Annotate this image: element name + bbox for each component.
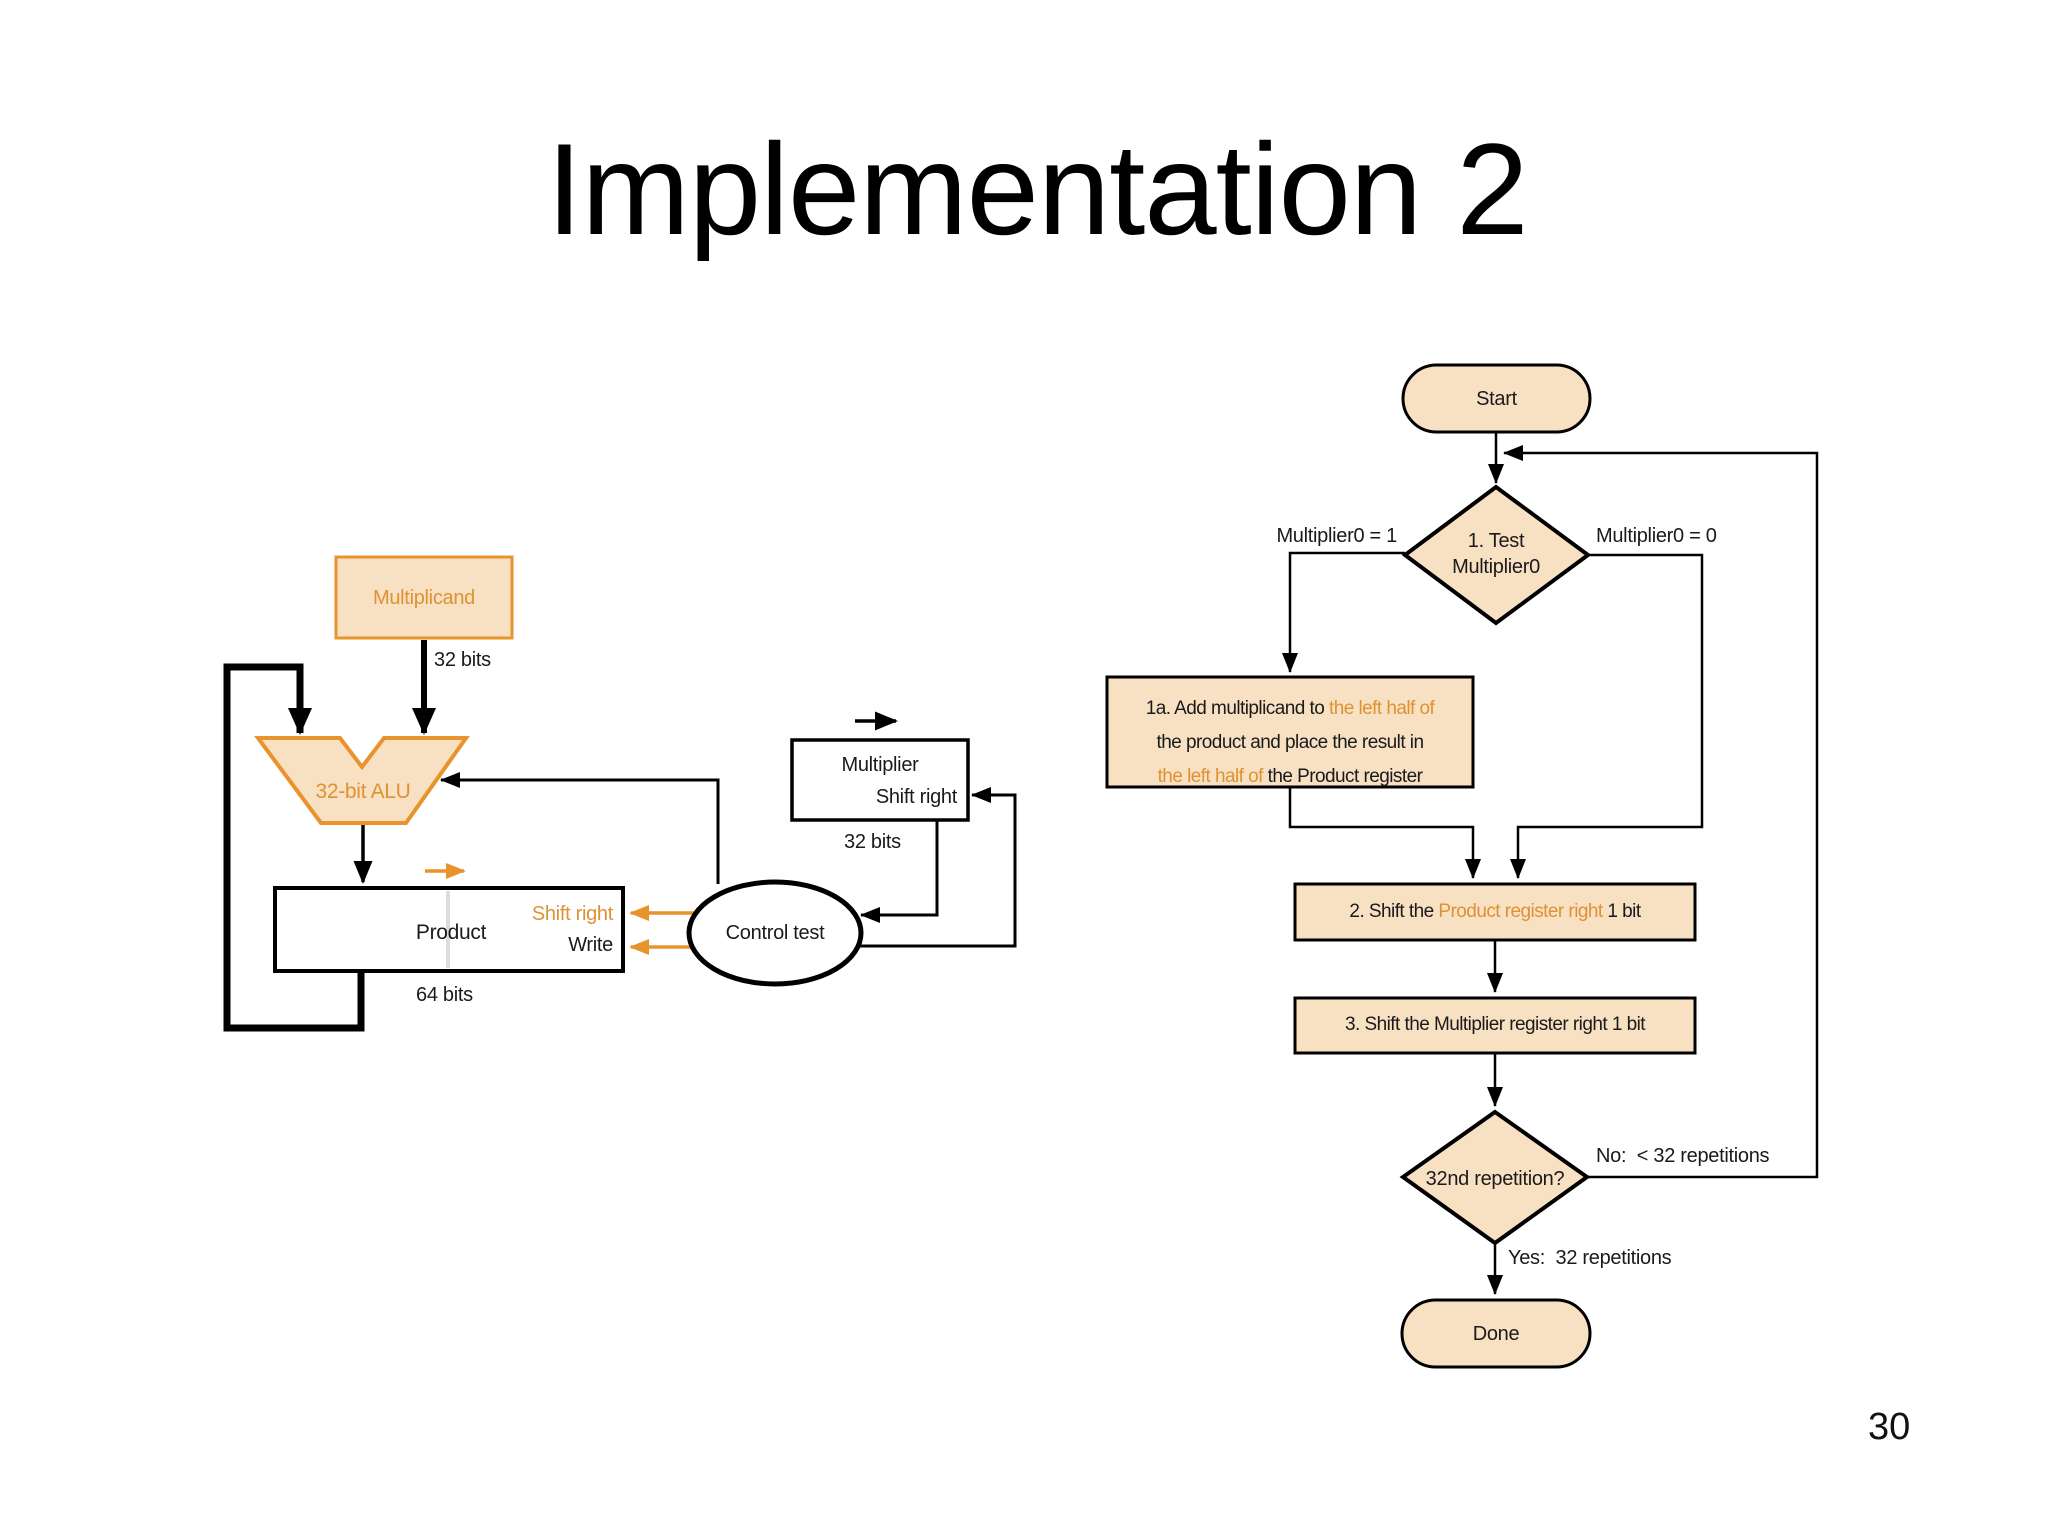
flow-step1a-line2: the product and place the result in [1156,732,1425,753]
control-test-label: Control test [725,922,825,944]
flow-start-label: Start [1476,387,1517,410]
flow-step1a-line3-black: the Product register [1267,766,1423,787]
multiplier-to-control-line [860,821,939,923]
multiplier-label: Multiplier [841,754,919,776]
branch-zero-label: Multiplier0 = 0 [1596,525,1717,547]
flow-repetition-diamond [1399,1109,1591,1246]
flow-branch-one-line [1282,551,1405,673]
branch-one-label: Multiplier0 = 1 [1276,525,1397,547]
flow-done-label: Done [1472,1322,1520,1345]
flow-test-label-line1: 1. Test [1467,530,1525,552]
flow-step2-post: 1 bit [1602,900,1641,922]
flow-test-multiplier0-diamond [1401,484,1592,626]
control-to-alu-line [440,772,720,884]
flow-step1a-line3: the left half of the Product register [1109,760,1471,794]
flow-step1a-box [1105,675,1475,789]
flow-step2-pre: 2. Shift the [1349,900,1439,922]
control-test-ellipse [686,879,864,987]
product-label: Product [415,921,487,945]
flow-branch-zero-line [1510,553,1704,879]
flow-step1a-to-step2-line [1288,787,1481,879]
page-number: 30 [1868,1406,1911,1448]
flow-step1a-line3-orange: the left half of [1157,766,1268,787]
multiplicand-box [334,555,514,640]
multiplicand-width-label: 32 bits [434,649,491,671]
product-feedback-line [223,663,365,1032]
flow-done-node [1400,1298,1592,1369]
flow-test-label: 1. Test Multiplier0 [1406,528,1586,580]
flow-step1a-line1: 1a. Add multiplicand to the left half of [1109,692,1471,726]
flow-step1a-text: 1a. Add multiplicand to the left half of… [1109,692,1471,794]
flow-yes-label: Yes: 32 repetitions [1508,1247,1672,1269]
alu-label: 32-bit ALU [315,780,411,804]
flow-no-label: No: < 32 repetitions [1596,1145,1770,1167]
flow-step1a-line1-black: 1a. Add multiplicand to [1145,698,1329,719]
product-shift-right-label: Shift right [531,903,613,925]
slide-title: Implementation 2 [546,116,1528,262]
control-to-multiplier-line [855,787,1017,948]
product-write-label: Write [568,934,613,956]
flow-repetition-label: 32nd repetition? [1425,1168,1565,1190]
flow-test-label-line2: Multiplier0 [1452,556,1540,578]
flow-no-loop-line [1503,445,1819,1179]
flow-step3-box [1293,996,1697,1055]
flow-step3-text: 3. Shift the Multiplier register right 1… [1345,1014,1646,1036]
flow-step2-box [1293,882,1697,942]
multiplier-width-label: 32 bits [844,831,901,853]
multiplicand-label: Multiplicand [372,586,475,609]
flow-step2-orange: Product register right [1438,900,1603,922]
multiplier-shift-right-label: Shift right [875,786,957,808]
product-width-label: 64 bits [416,984,473,1006]
multiplier-register-box [790,738,970,822]
flow-step2-text: 2. Shift the Product register right 1 bi… [1295,884,1695,940]
alu-shape [254,736,470,825]
flow-start-node [1401,363,1592,434]
flow-step1a-line1-orange: the left half of [1328,698,1435,719]
